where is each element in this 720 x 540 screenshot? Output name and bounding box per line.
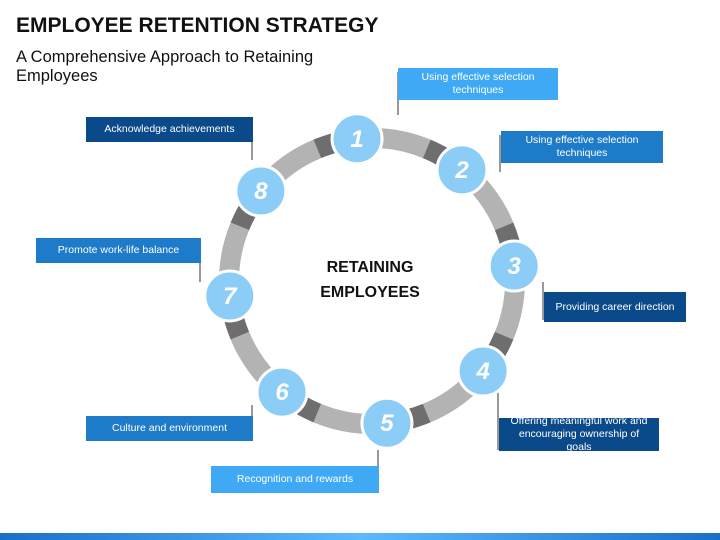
callout-5-label: Recognition and rewards bbox=[236, 473, 354, 485]
cycle-node-1-number: 1 bbox=[350, 126, 363, 153]
cycle-node-6-circle bbox=[255, 365, 309, 419]
cycle-node-6: 6 bbox=[255, 365, 309, 419]
center-label-line2: EMPLOYEES bbox=[320, 284, 420, 301]
callout-4: Offering meaningful work and encouraging… bbox=[499, 415, 659, 453]
cycle-node-4-number: 4 bbox=[475, 358, 489, 385]
cycle-node-3-circle bbox=[487, 239, 541, 293]
callout-8-label: Acknowledge achievements bbox=[104, 123, 235, 135]
cycle-node-6-number: 6 bbox=[275, 379, 289, 406]
callout-5: Recognition and rewards bbox=[211, 466, 379, 493]
callout-2-label: Using effective selection techniques bbox=[525, 134, 639, 159]
cycle-node-2-circle bbox=[435, 143, 489, 197]
callout-3: Providing career direction bbox=[544, 292, 686, 322]
center-label-line1: RETAINING bbox=[327, 259, 414, 276]
callout-7: Promote work-life balance bbox=[36, 238, 201, 263]
page-subtitle: A Comprehensive Approach to Retaining Em… bbox=[16, 48, 314, 85]
callout-6-label: Culture and environment bbox=[112, 422, 227, 434]
callout-2: Using effective selection techniques bbox=[501, 131, 663, 163]
cycle-node-5-number: 5 bbox=[380, 410, 394, 437]
cycle-node-3: 3 bbox=[487, 239, 541, 293]
cycle-node-7-circle bbox=[203, 269, 257, 323]
cycle-node-5-circle bbox=[360, 396, 414, 450]
bottom-accent-bar bbox=[0, 533, 720, 540]
cycle-node-8: 8 bbox=[234, 164, 288, 218]
cycle-node-2: 2 bbox=[435, 143, 489, 197]
callout-3-label: Providing career direction bbox=[555, 300, 675, 313]
callout-8: Acknowledge achievements bbox=[86, 117, 253, 142]
cycle-nodes: 1 2 3 4 5 6 7 8 bbox=[203, 112, 541, 450]
cycle-node-7: 7 bbox=[203, 269, 257, 323]
cycle-node-7-number: 7 bbox=[223, 283, 238, 310]
page-title: EMPLOYEE RETENTION STRATEGY bbox=[16, 14, 379, 37]
callout-7-label: Promote work-life balance bbox=[57, 244, 180, 256]
callout-6: Culture and environment bbox=[86, 416, 253, 441]
callout-4-label: Offering meaningful work and encouraging… bbox=[510, 415, 648, 453]
callout-1: Using effective selection techniques bbox=[398, 68, 558, 100]
cycle-node-8-circle bbox=[234, 164, 288, 218]
cycle-node-8-number: 8 bbox=[254, 178, 268, 205]
callout-1-label: Using effective selection techniques bbox=[421, 71, 535, 96]
cycle-node-4-circle bbox=[456, 344, 510, 398]
cycle-node-2-number: 2 bbox=[454, 157, 469, 184]
cycle-node-5: 5 bbox=[360, 396, 414, 450]
cycle-node-3-number: 3 bbox=[508, 253, 522, 280]
cycle-node-1: 1 bbox=[330, 112, 384, 166]
cycle-node-1-circle bbox=[330, 112, 384, 166]
cycle-node-4: 4 bbox=[456, 344, 510, 398]
